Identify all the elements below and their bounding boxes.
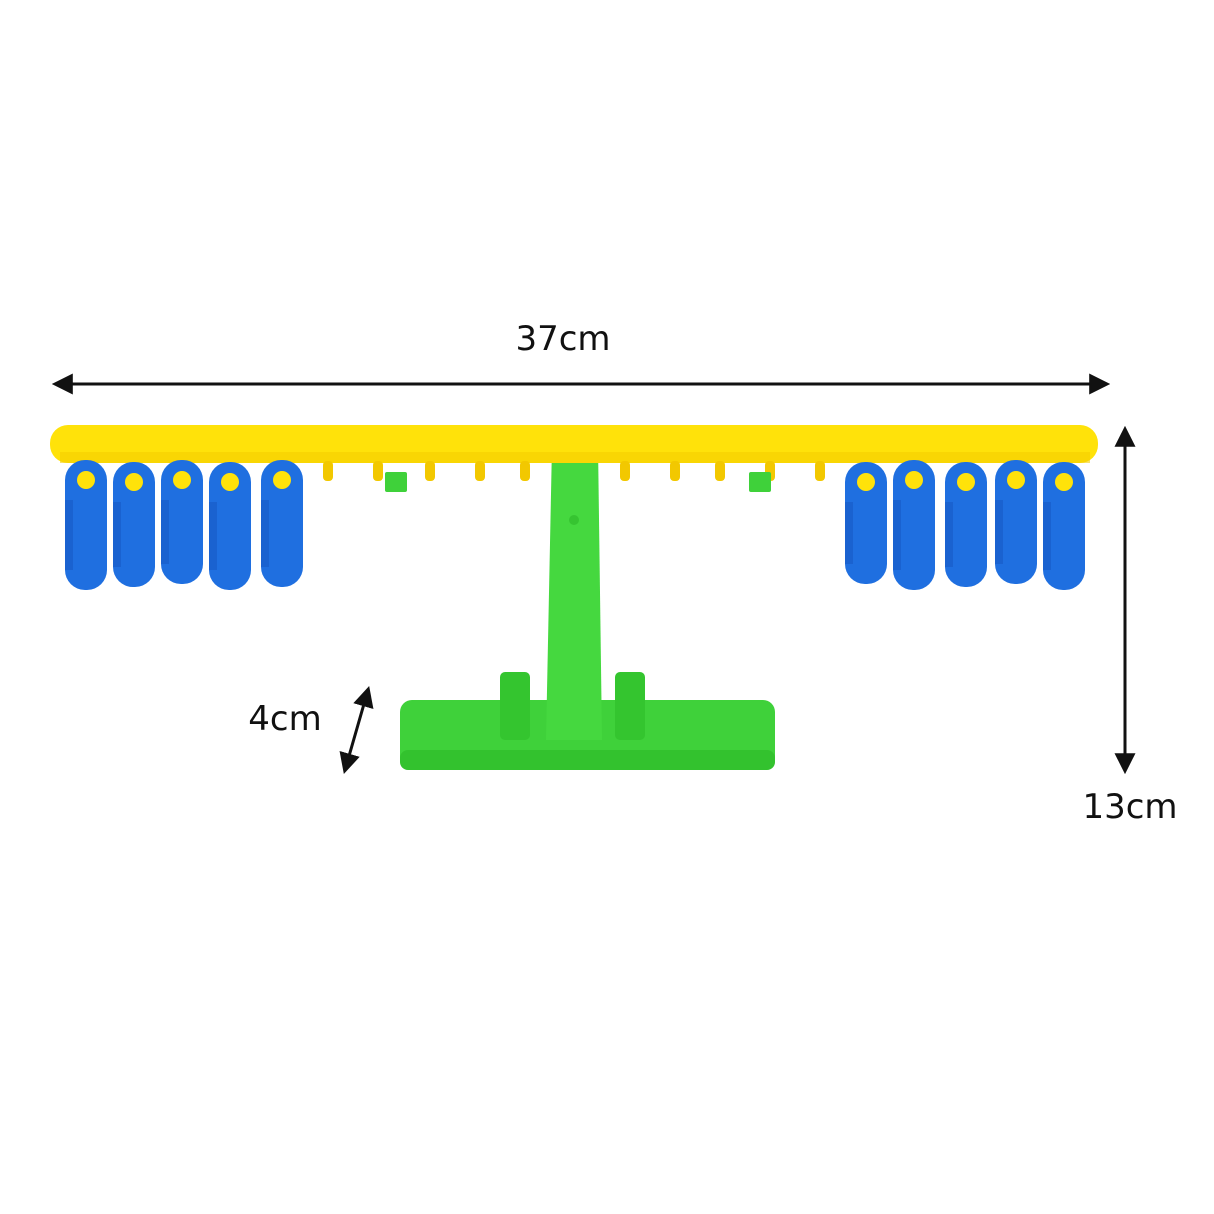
green-tab (749, 472, 771, 492)
peg (620, 461, 630, 481)
stand (400, 430, 775, 770)
weight[interactable] (113, 462, 155, 587)
peg (815, 461, 825, 481)
peg (475, 461, 485, 481)
stand-post-left (500, 672, 530, 740)
peg (520, 461, 530, 481)
weight[interactable] (161, 460, 203, 584)
weight[interactable] (1043, 462, 1085, 590)
weight[interactable] (209, 462, 251, 590)
weights (65, 460, 1085, 590)
green-tab (385, 472, 407, 492)
peg (425, 461, 435, 481)
beam-pegs (323, 461, 825, 492)
weight[interactable] (261, 460, 303, 587)
beam (50, 425, 1098, 463)
weight[interactable] (845, 462, 887, 584)
peg (373, 461, 383, 481)
length-label: 37cm (515, 319, 610, 359)
depth-arrow (339, 685, 374, 775)
height-label: 13cm (1082, 787, 1177, 827)
depth-label: 4cm (248, 699, 321, 739)
peg (323, 461, 333, 481)
weight[interactable] (945, 462, 987, 587)
stand-pole (546, 432, 602, 740)
weight[interactable] (995, 460, 1037, 584)
stand-post-right (615, 672, 645, 740)
weight[interactable] (893, 460, 935, 590)
weight[interactable] (65, 460, 107, 590)
peg (670, 461, 680, 481)
peg (715, 461, 725, 481)
